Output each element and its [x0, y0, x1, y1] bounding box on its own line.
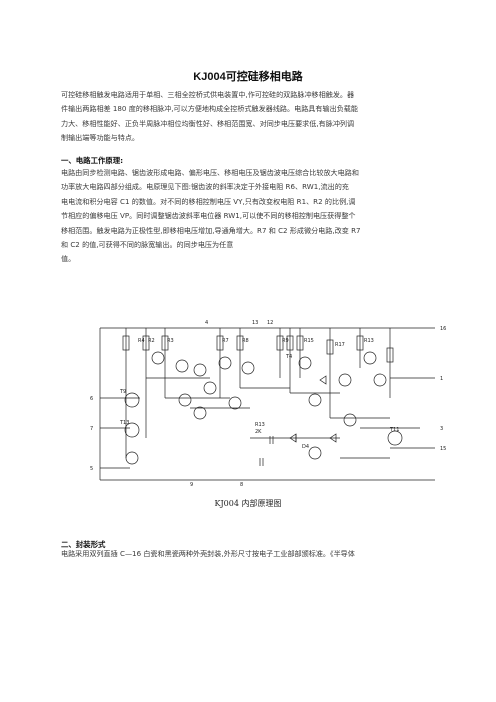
svg-text:R4: R4	[138, 338, 145, 344]
svg-text:1: 1	[440, 376, 443, 382]
section1-line: 电电流和积分电容 C1 的数值。对不同的移相控制电压 VY,只有改变权电阻 R1…	[61, 196, 356, 206]
svg-text:R2: R2	[148, 338, 155, 344]
intro-line: 件输出两路相差 180 度的移相脉冲,可以方便地构成全控桥式触发器线路。电路具有…	[61, 104, 358, 114]
section2-paragraph: 电路采用双列直插 C—16 白瓷和黑瓷两种外壳封装,外形尺寸按电子工业部部颁标准…	[61, 547, 441, 561]
svg-text:R3: R3	[167, 338, 174, 344]
svg-text:16: 16	[440, 326, 446, 332]
svg-text:7: 7	[90, 426, 93, 432]
svg-text:T9: T9	[119, 389, 126, 395]
section1-heading: 一、电路工作原理:	[61, 156, 124, 165]
section1-line: 功率放大电路四部分组成。电原理见下图:锯齿波的斜率决定于外接电阻 R6、RW1,…	[61, 182, 349, 192]
svg-text:T13: T13	[119, 420, 129, 426]
svg-text:R7: R7	[222, 338, 229, 344]
section1-line: 移相范围。触发电路为正极性型,即移相电压增加,导通角增大。R7 和 C2 形成微…	[61, 225, 361, 235]
document-title: KJ004可控硅移相电路	[193, 71, 303, 83]
svg-text:R13: R13	[364, 338, 374, 344]
section1-paragraph: 电路由同步检测电路、锯齿波形成电路、偏形电压、移相电压及锯齿波电压综合比较放大电…	[61, 166, 441, 267]
svg-text:9: 9	[190, 482, 193, 488]
diagram-caption: KJ004 内部原理图	[214, 499, 282, 508]
svg-text:R15: R15	[304, 338, 314, 344]
section2-line: 电路采用双列直插 C—16 白瓷和黑瓷两种外壳封装,外形尺寸按电子工业部部颁标准…	[61, 549, 355, 558]
svg-text:5: 5	[90, 466, 93, 472]
circuit-schematic: 6 7 5 4 13 12 16 1 15 3 9 8 R4 R2 R3 R7 …	[90, 320, 446, 488]
svg-text:D4: D4	[302, 444, 309, 450]
svg-text:6: 6	[90, 396, 93, 402]
svg-text:15: 15	[440, 446, 446, 452]
intro-paragraph: 可控硅移相触发电路适用于单相、三相全控桥式供电装置中,作可控硅的双路脉冲移相触发…	[61, 88, 441, 146]
svg-text:R8: R8	[242, 338, 249, 344]
intro-line: 力大、移相性能好、正负半周脉冲相位均衡性好、移相范围宽、对同步电压要求低,有脉冲…	[61, 118, 355, 128]
section2-heading: 二、封装形式	[61, 540, 106, 549]
section1-line: 和 C2 的值,可获得不同的脉宽输出。的同步电压为任意	[61, 240, 234, 250]
svg-text:8: 8	[240, 482, 243, 488]
svg-text:T4: T4	[285, 354, 292, 360]
intro-line: 制输出端等功能与特点。	[61, 133, 140, 143]
svg-text:R17: R17	[335, 342, 345, 348]
svg-text:12: 12	[267, 320, 273, 326]
svg-text:R13: R13	[255, 422, 265, 428]
section1-line: 值。	[61, 254, 76, 264]
intro-line: 可控硅移相触发电路适用于单相、三相全控桥式供电装置中,作可控硅的双路脉冲移相触发…	[61, 90, 355, 99]
svg-text:13: 13	[252, 320, 258, 326]
svg-text:R9: R9	[282, 338, 289, 344]
svg-text:T11: T11	[389, 427, 399, 433]
section1-line: 电路由同步检测电路、锯齿波形成电路、偏形电压、移相电压及锯齿波电压综合比较放大电…	[61, 168, 359, 177]
svg-text:2K: 2K	[255, 429, 262, 435]
svg-text:3: 3	[440, 426, 443, 432]
svg-text:4: 4	[205, 320, 208, 326]
section1-line: 节相应的偏移电压 VP。同时调整锯齿波斜率电位器 RW1,可以使不同的移相控制电…	[61, 211, 356, 221]
